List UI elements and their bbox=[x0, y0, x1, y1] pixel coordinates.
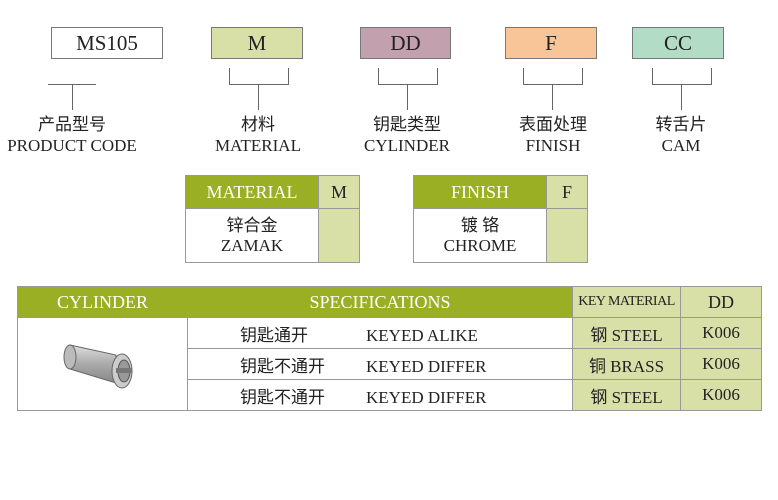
key-material: 钢 STEEL bbox=[572, 379, 681, 411]
material-code-cell bbox=[318, 208, 360, 263]
spec-en: KEYED DIFFER bbox=[366, 356, 487, 376]
table-row-spec: 钥匙通开 KEYED ALIKE bbox=[187, 317, 573, 349]
label-en: CAM bbox=[661, 136, 701, 155]
dd-code: K006 bbox=[680, 317, 762, 349]
bracket-cylinder bbox=[378, 68, 438, 85]
label-cn: 钥匙类型 bbox=[373, 115, 441, 134]
spec-en: KEYED ALIKE bbox=[366, 325, 478, 345]
spec-cn: 钥匙通开 bbox=[240, 325, 308, 345]
bracket-material bbox=[229, 68, 289, 85]
finish-header: FINISH bbox=[413, 175, 547, 209]
connector bbox=[72, 84, 73, 110]
lock-cylinder-icon bbox=[63, 343, 132, 388]
cylinder-image-cell bbox=[17, 317, 188, 411]
bracket-cam bbox=[652, 68, 712, 85]
code-box-cam: CC bbox=[632, 27, 724, 59]
code-box-finish: F bbox=[505, 27, 597, 59]
spec-cn: 钥匙不通开 bbox=[240, 387, 325, 407]
material-code: M bbox=[318, 175, 360, 209]
material-cn: 锌合金 bbox=[226, 215, 278, 235]
label-cn: 表面处理 bbox=[519, 115, 587, 134]
label-product-code: 产品型号 PRODUCT CODE bbox=[0, 114, 152, 156]
dd-code: K006 bbox=[680, 379, 762, 411]
material-header: MATERIAL bbox=[185, 175, 319, 209]
finish-en: CHROME bbox=[443, 235, 517, 255]
key-material: 铜 BRASS bbox=[572, 348, 681, 380]
header-key-material: KEY MATERIAL bbox=[572, 286, 681, 318]
code-box-material: M bbox=[211, 27, 303, 59]
finish-code-cell bbox=[546, 208, 588, 263]
spec-en: KEYED DIFFER bbox=[366, 387, 487, 407]
label-cam: 转舌片 CAM bbox=[601, 114, 761, 156]
header-specifications: SPECIFICATIONS bbox=[187, 286, 573, 318]
header-dd: DD bbox=[680, 286, 762, 318]
finish-cn: 镀 铬 bbox=[460, 215, 500, 235]
spec-cn: 钥匙不通开 bbox=[240, 356, 325, 376]
label-en: CYLINDER bbox=[364, 136, 450, 155]
label-finish: 表面处理 FINISH bbox=[473, 114, 633, 156]
finish-code: F bbox=[546, 175, 588, 209]
code-box-cylinder: DD bbox=[360, 27, 451, 59]
key-material: 钢 STEEL bbox=[572, 317, 681, 349]
header-cylinder: CYLINDER bbox=[17, 286, 188, 318]
label-cn: 材料 bbox=[241, 115, 275, 134]
table-row-spec: 钥匙不通开 KEYED DIFFER bbox=[187, 379, 573, 411]
label-en: PRODUCT CODE bbox=[7, 136, 137, 155]
label-material: 材料 MATERIAL bbox=[178, 114, 338, 156]
code-box-product: MS105 bbox=[51, 27, 163, 59]
connector bbox=[407, 84, 408, 110]
label-cylinder: 钥匙类型 CYLINDER bbox=[327, 114, 487, 156]
dd-code: K006 bbox=[680, 348, 762, 380]
label-cn: 产品型号 bbox=[38, 115, 106, 134]
table-row-spec: 钥匙不通开 KEYED DIFFER bbox=[187, 348, 573, 380]
label-en: MATERIAL bbox=[215, 136, 301, 155]
bracket-finish bbox=[523, 68, 583, 85]
connector bbox=[258, 84, 259, 110]
cylinder-table: CYLINDER SPECIFICATIONS KEY MATERIAL DD … bbox=[17, 286, 762, 411]
label-cn: 转舌片 bbox=[655, 115, 707, 134]
connector bbox=[681, 84, 682, 110]
material-en: ZAMAK bbox=[220, 235, 284, 255]
connector bbox=[552, 84, 553, 110]
label-en: FINISH bbox=[525, 136, 581, 155]
